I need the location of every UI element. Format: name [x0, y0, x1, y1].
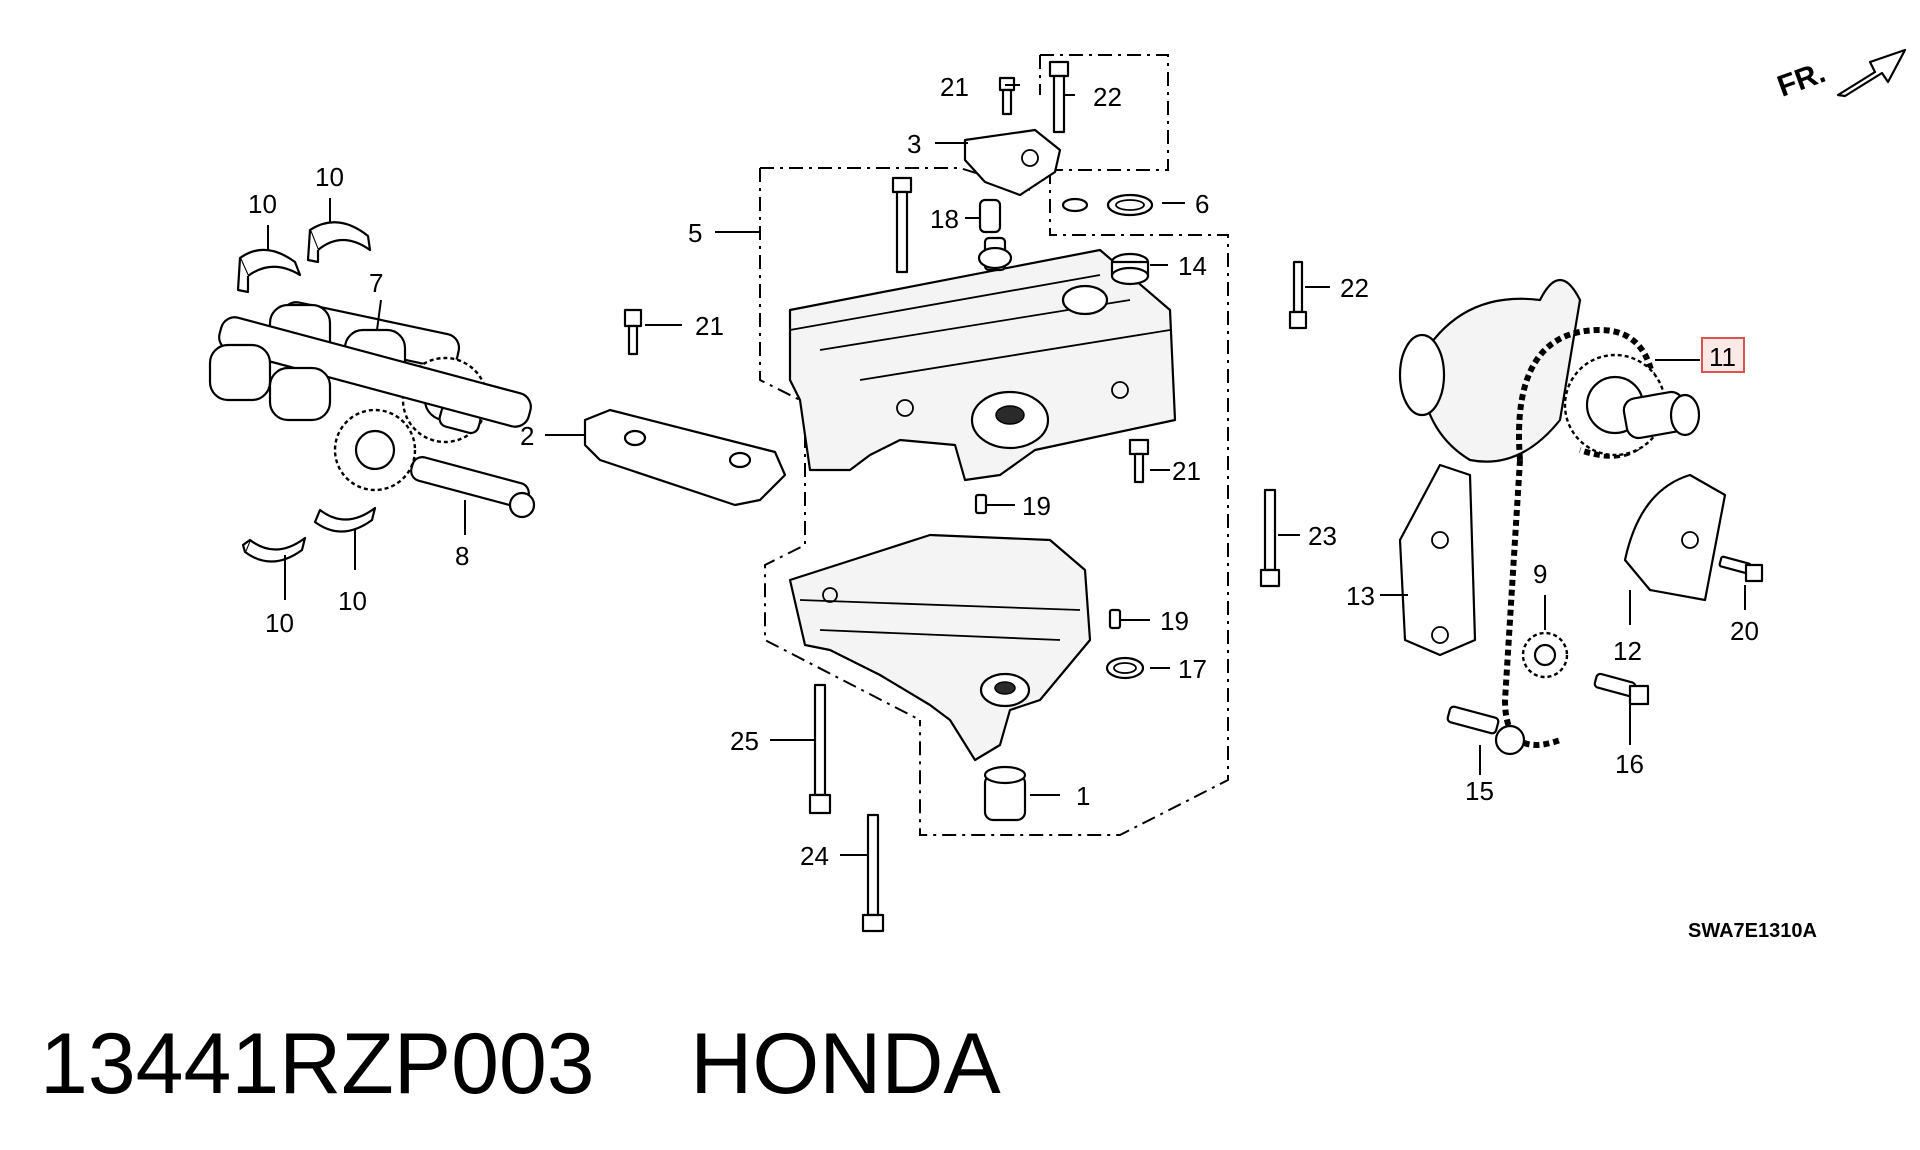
callout-20: 20: [1730, 616, 1759, 646]
o-ring-6-small: [1061, 197, 1089, 213]
sprocket-9: [1521, 631, 1569, 679]
bearing-half-upper-right: [306, 221, 372, 264]
callout-labels: 21 22 3 5 6 18 14 21 22 2 21 19 19 17 23…: [248, 72, 1759, 871]
callout-21-strainer: 21: [695, 311, 724, 341]
callout-7: 7: [369, 268, 383, 298]
oil-pump-upper-housing: [788, 236, 1177, 482]
callout-12: 12: [1613, 636, 1642, 666]
callout-15: 15: [1465, 776, 1494, 806]
relief-valve-cover: [963, 128, 1062, 197]
callout-10-lower-left: 10: [265, 608, 294, 638]
plug-19-upper: [974, 493, 988, 515]
bolt-22-right: [1288, 260, 1308, 330]
callout-9: 9: [1533, 559, 1547, 589]
bolt-15: [1446, 705, 1526, 756]
oil-strainer: [583, 408, 787, 507]
callout-21-right: 21: [1172, 456, 1201, 486]
callout-13: 13: [1346, 581, 1375, 611]
oil-pump-lower-housing: [788, 533, 1092, 762]
part-11-highlight: [1701, 337, 1745, 373]
part-number: 13441RZP003: [40, 1016, 595, 1112]
chain-tensioner-12: [1623, 473, 1727, 602]
bolt-21-right: [1128, 438, 1150, 484]
front-direction-arrow-icon: FR.: [1773, 48, 1907, 104]
callout-10-upper-right: 10: [315, 162, 344, 192]
brand-name: HONDA: [690, 1016, 1001, 1112]
o-ring-17: [1105, 656, 1145, 680]
o-ring-6-large: [1106, 193, 1154, 217]
callout-1: 1: [1076, 781, 1090, 811]
bolt-20: [1718, 555, 1764, 583]
callout-6: 6: [1195, 189, 1209, 219]
direction-label: FR.: [1773, 56, 1830, 104]
bolt-21-strainer: [623, 308, 643, 356]
callout-10-lower-right: 10: [338, 586, 367, 616]
bearing-half-upper-left: [236, 248, 302, 294]
chain-guide-13: [1398, 463, 1477, 657]
callout-17: 17: [1178, 654, 1207, 684]
callout-24: 24: [800, 841, 829, 871]
bearing-half-lower-right: [313, 506, 377, 533]
footer-title: 13441RZP003 HONDA: [40, 1015, 1001, 1114]
dowel-18: [978, 198, 1002, 234]
bolt-24: [861, 813, 885, 933]
bolt-25: [808, 683, 832, 815]
bolt-18-long: [891, 176, 913, 274]
callout-21-top: 21: [940, 72, 969, 102]
callout-14: 14: [1178, 251, 1207, 281]
chain-case: [1398, 279, 1582, 463]
plug-19-lower: [1108, 608, 1122, 630]
bolt-22-top: [1048, 60, 1070, 134]
bearing-half-lower-left: [241, 536, 307, 563]
callout-16: 16: [1615, 749, 1644, 779]
footer-gap: [595, 1016, 691, 1112]
bolt-21-top: [998, 76, 1016, 116]
callout-5: 5: [688, 218, 702, 248]
drain-plug-1: [983, 765, 1027, 822]
callout-3: 3: [907, 129, 921, 159]
callout-19-lower: 19: [1160, 606, 1189, 636]
callout-19-upper: 19: [1022, 491, 1051, 521]
callout-22-top: 22: [1093, 82, 1122, 112]
collar-14: [1110, 252, 1150, 286]
diagram-code: SWA7E1310A: [1688, 920, 1817, 942]
callout-2: 2: [520, 421, 534, 451]
bolt-16: [1593, 672, 1650, 706]
assembly-outlines: [759, 54, 1229, 836]
callout-23: 23: [1308, 521, 1337, 551]
sprocket-11: [1563, 353, 1701, 457]
callout-8: 8: [455, 541, 469, 571]
balancer-shaft-lower: [208, 316, 536, 519]
callout-10-upper-left: 10: [248, 189, 277, 219]
callout-22-right: 22: [1340, 273, 1369, 303]
leader-lines: [267, 84, 1746, 856]
callout-25: 25: [730, 726, 759, 756]
callout-11: 11: [1709, 342, 1736, 372]
callout-18: 18: [930, 204, 959, 234]
bolt-23: [1259, 488, 1281, 588]
